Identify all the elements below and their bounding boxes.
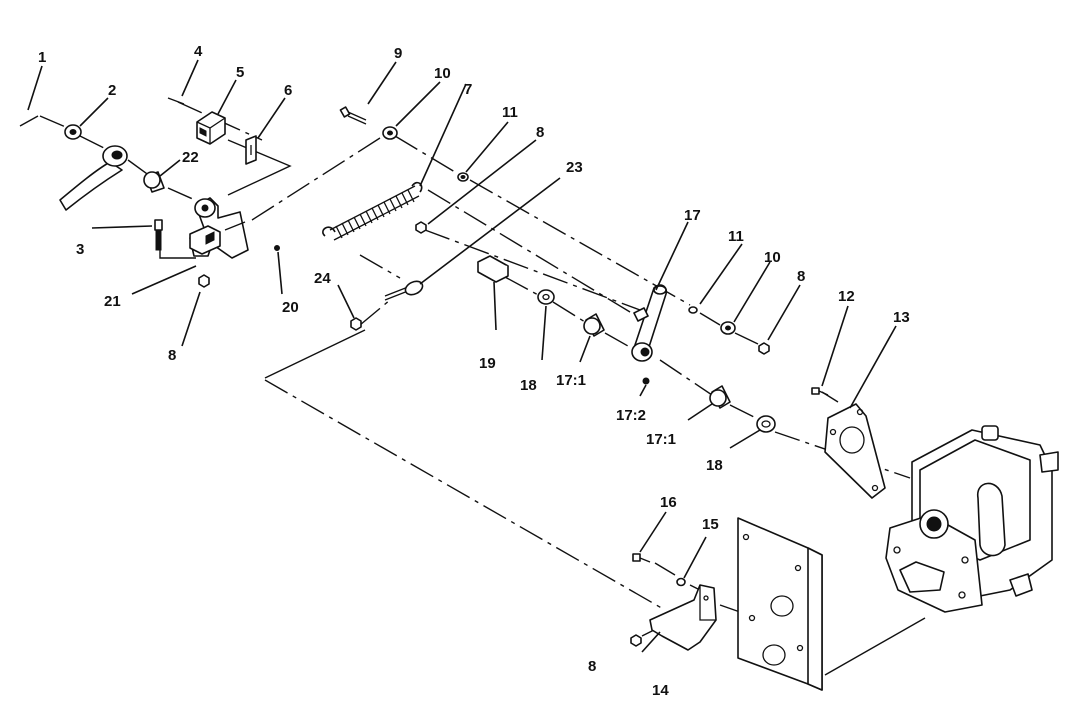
bolt-part-3 — [154, 219, 163, 251]
callout-21: 21 — [104, 293, 121, 310]
control-rod-part-1 — [59, 145, 128, 211]
callout-17-1-a: 17:1 — [556, 372, 586, 389]
spring-part-7 — [322, 181, 423, 241]
nut-part-24 — [350, 317, 362, 331]
block-part-5 — [196, 111, 226, 145]
nut-part-20 — [274, 245, 280, 251]
pump-mounting-plate — [737, 517, 823, 691]
callout-23: 23 — [566, 159, 583, 176]
assembly-axes — [39, 101, 911, 637]
bushing-part-17-1-right — [709, 385, 731, 409]
callout-8-b: 8 — [168, 347, 176, 364]
callout-labels: 1 2 3 4 5 6 7 8 8 8 8 9 10 10 11 11 12 1… — [38, 43, 910, 699]
bolt-part-16 — [632, 553, 651, 563]
bushing-part-22 — [143, 171, 165, 193]
callout-10-b: 10 — [764, 249, 781, 266]
leader-lines — [27, 59, 897, 653]
callout-17-2: 17:2 — [616, 407, 646, 424]
plate-part-6 — [245, 135, 257, 165]
bushing-part-17-1 — [583, 313, 605, 337]
mount-plate-part-13 — [824, 403, 886, 499]
washer-part-15 — [676, 577, 686, 587]
callout-1: 1 — [38, 49, 46, 66]
callout-8-c: 8 — [797, 268, 805, 285]
washer-part-18 — [537, 289, 555, 305]
callout-16: 16 — [660, 494, 677, 511]
nut-part-8-right — [758, 342, 770, 355]
callout-22: 22 — [182, 149, 199, 166]
parts — [59, 97, 1059, 691]
callout-19: 19 — [479, 355, 496, 372]
bracket-part-21 — [189, 197, 249, 259]
shaft-part-19 — [477, 255, 509, 283]
callout-9: 9 — [394, 45, 402, 62]
washer-part-11 — [457, 172, 469, 182]
washer-part-2 — [64, 124, 82, 140]
callout-18-a: 18 — [520, 377, 537, 394]
nut-part-8-bottom — [630, 634, 642, 647]
callout-10-a: 10 — [434, 65, 451, 82]
callout-7: 7 — [464, 81, 472, 98]
bolt-part-9 — [339, 106, 367, 125]
callout-14: 14 — [652, 682, 669, 699]
callout-8-a: 8 — [536, 124, 544, 141]
bolt-part-12 — [811, 387, 829, 396]
lever-arm-part-17 — [631, 284, 668, 362]
callout-12: 12 — [838, 288, 855, 305]
washer-part-10 — [382, 126, 398, 140]
callout-2: 2 — [108, 82, 116, 99]
callout-20: 20 — [282, 299, 299, 316]
nut-part-8 — [198, 274, 210, 288]
callout-15: 15 — [702, 516, 719, 533]
callout-17-1-b: 17:1 — [646, 431, 676, 448]
callout-11-b: 11 — [728, 228, 744, 245]
washer-part-10-right — [720, 321, 736, 335]
callout-3: 3 — [76, 241, 84, 258]
callout-17: 17 — [684, 207, 701, 224]
callout-5: 5 — [236, 64, 244, 81]
bracket-part-14 — [649, 584, 717, 651]
callout-18-b: 18 — [706, 457, 723, 474]
washer-part-18-right — [756, 415, 776, 433]
fitting-part-17-2 — [642, 377, 650, 385]
callout-11-a: 11 — [502, 104, 518, 121]
washer-part-11-right — [688, 306, 698, 314]
hydraulic-pump-part — [885, 425, 1059, 613]
callout-13: 13 — [893, 309, 910, 326]
callout-8-d: 8 — [588, 658, 596, 675]
nut-part-8-mid — [415, 221, 427, 234]
eyebolt-part-23 — [384, 280, 424, 301]
callout-4: 4 — [194, 43, 203, 60]
pin-part-4 — [167, 97, 185, 105]
callout-6: 6 — [284, 82, 292, 99]
callout-24: 24 — [314, 270, 331, 287]
